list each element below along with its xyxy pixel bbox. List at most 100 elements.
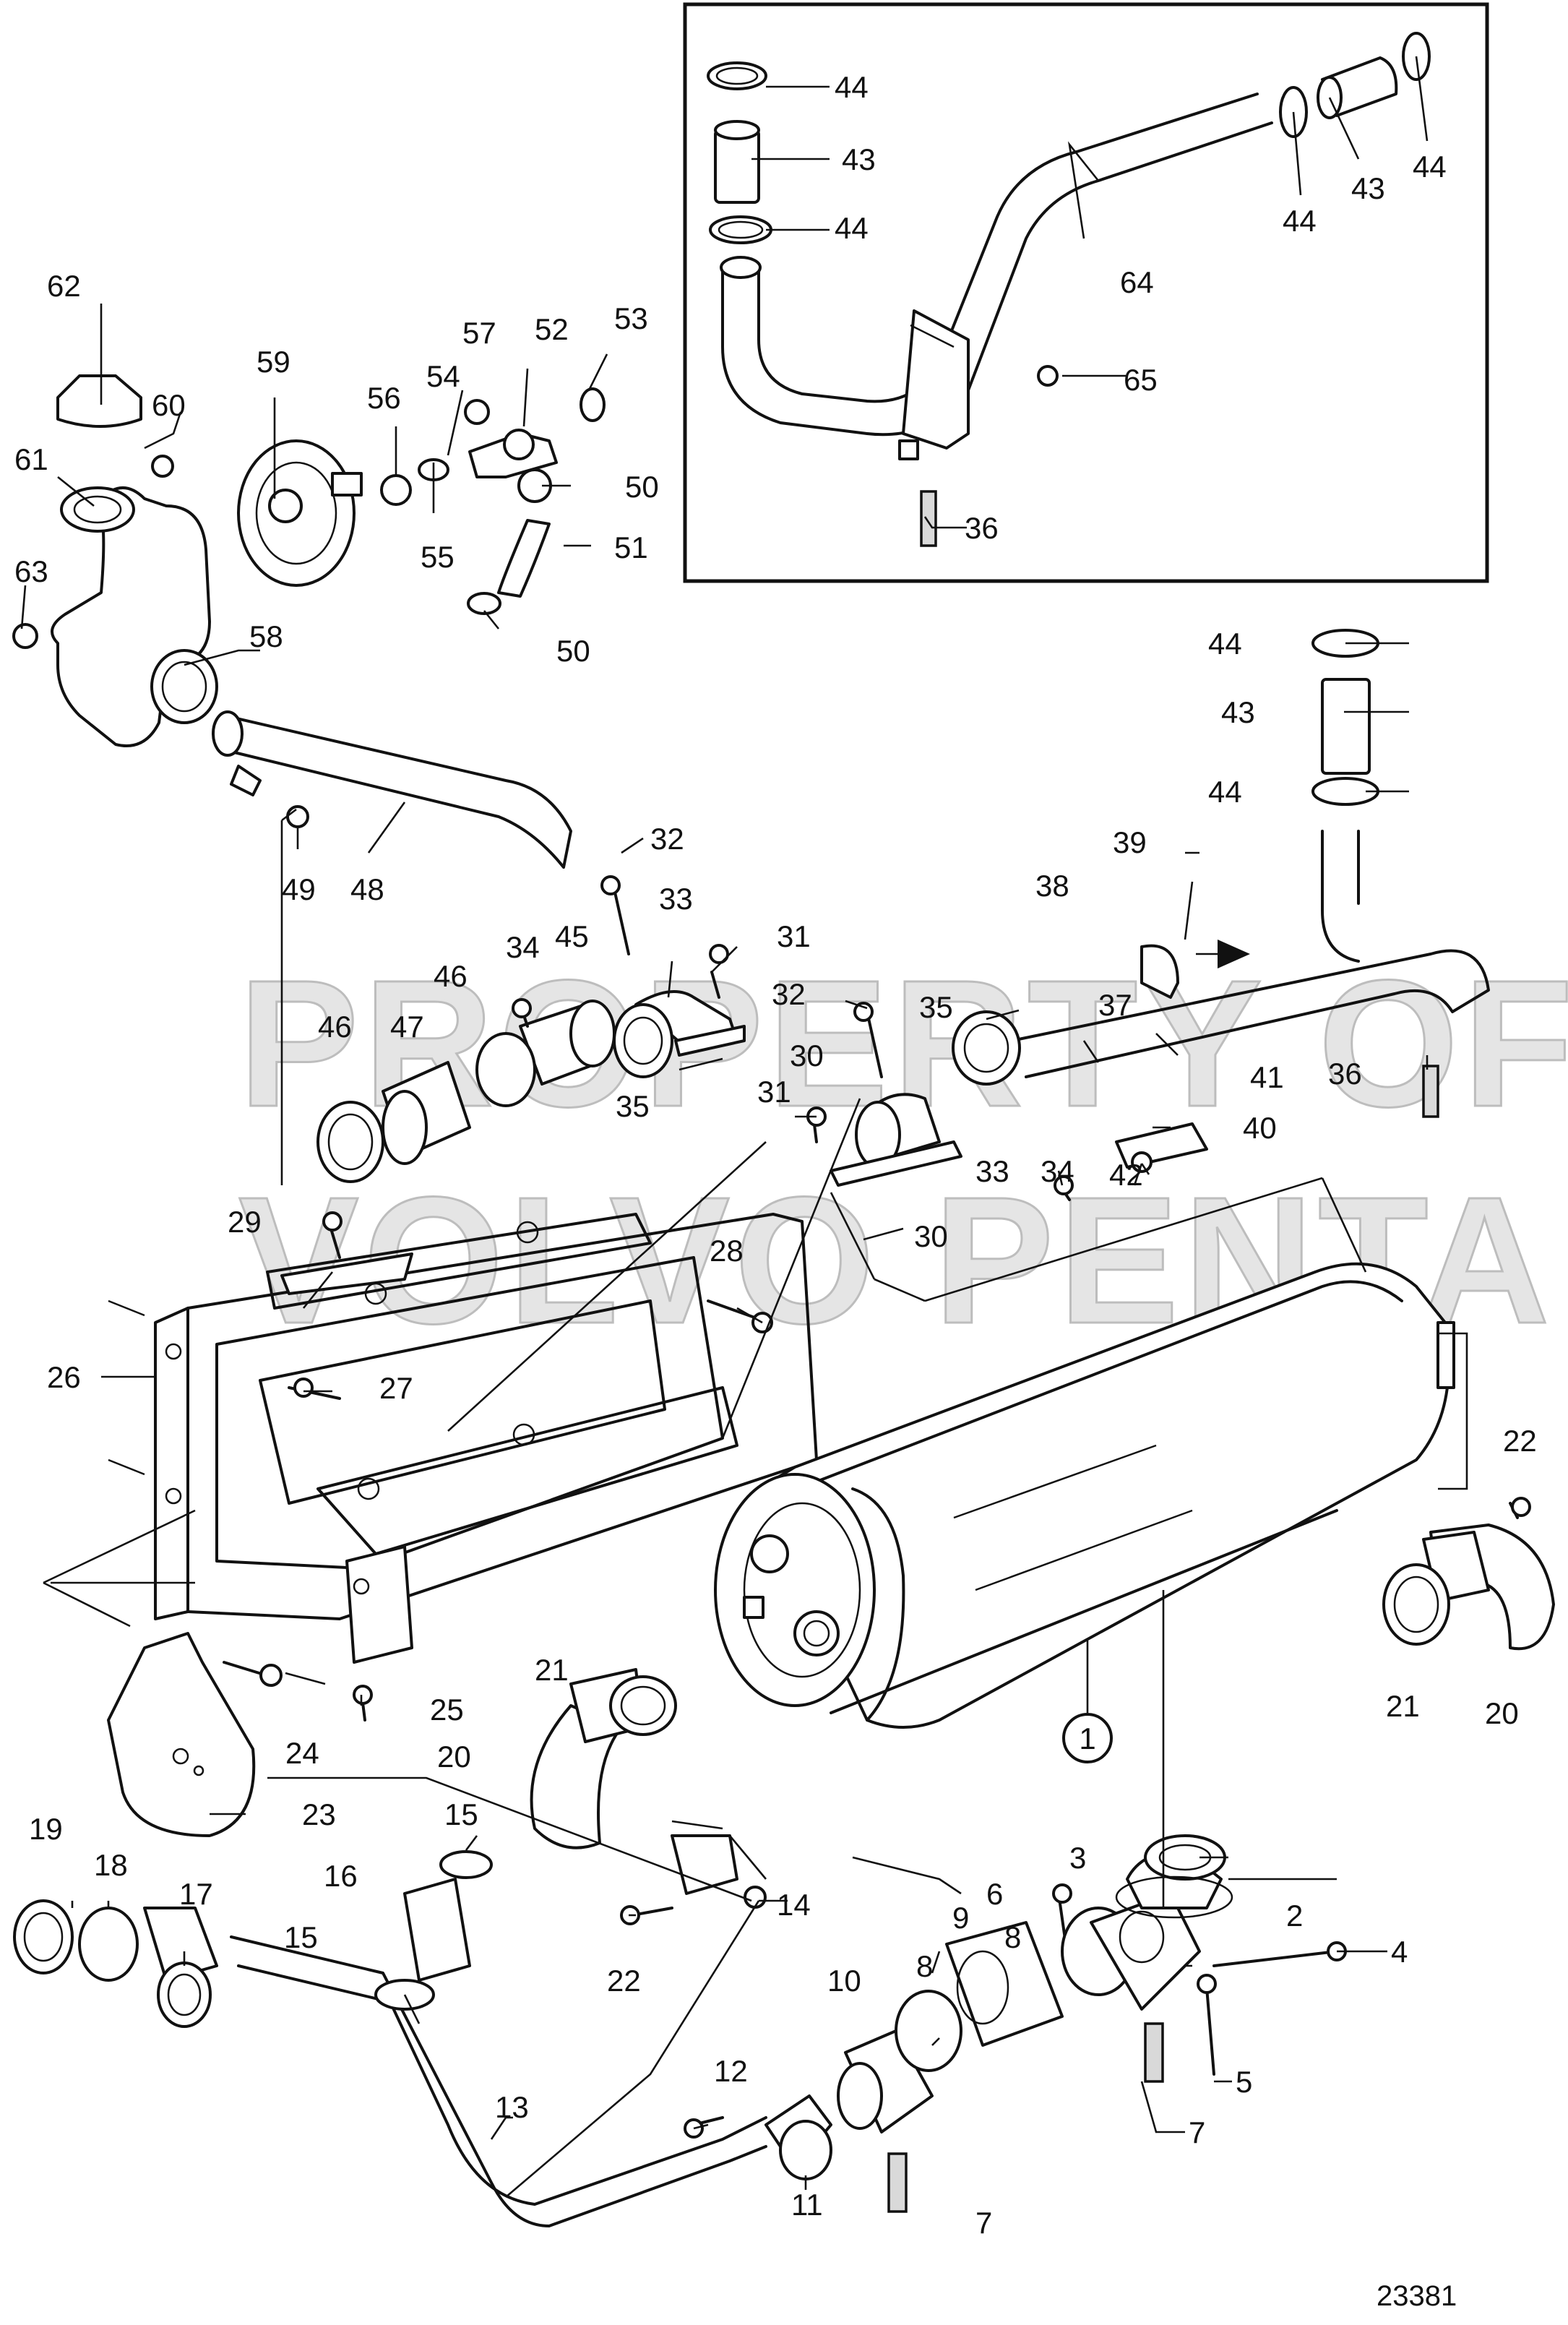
callout-15a: 15 [444,1797,478,1831]
callout-18: 18 [94,1848,128,1882]
callout-36a: 36 [1328,1057,1362,1091]
callout-26: 26 [47,1360,81,1394]
callout-43c: 43 [1221,695,1255,729]
callout-58: 58 [249,619,283,653]
callout-21b: 21 [1386,1689,1420,1723]
inset-frame [683,2,1489,583]
callout-48: 48 [350,872,384,906]
callout-12: 12 [714,2054,748,2088]
elbows-and-hoses [316,990,962,1241]
callout-44e: 44 [1208,627,1242,661]
callout-37: 37 [1098,988,1132,1022]
callout-10: 10 [827,1964,861,1998]
callout-40: 40 [1243,1111,1277,1145]
leader-lines [20,56,1468,2198]
callout-6: 6 [986,1877,1003,1911]
callout-45: 45 [555,919,589,953]
callout-28: 28 [710,1234,744,1268]
callout-21a: 21 [535,1653,569,1687]
callout-32b: 32 [772,977,806,1011]
bracket-26 [108,1213,818,1664]
callout-9: 9 [952,1901,969,1935]
callout-42: 42 [1109,1158,1143,1192]
callout-63: 63 [14,554,48,588]
callout-51: 51 [614,530,648,564]
inset-pipe-assembly [707,32,1431,547]
callout-34b: 34 [1041,1154,1074,1188]
callout-33b: 33 [975,1154,1009,1188]
callout-38: 38 [1035,869,1069,903]
callout-44f: 44 [1208,775,1242,809]
callout-56: 56 [367,381,401,415]
callout-25: 25 [430,1693,464,1727]
callout-54: 54 [426,359,460,393]
callout-29: 29 [228,1205,262,1239]
callout-55: 55 [421,540,455,574]
callout-23: 23 [302,1797,336,1831]
callout-35b: 35 [919,990,953,1024]
fittings-52-57 [380,387,606,615]
callout-5: 5 [1236,2065,1252,2099]
callout-31b: 31 [757,1075,791,1109]
callout-61: 61 [14,442,48,476]
callout-14: 14 [777,1888,811,1922]
callout-43a: 43 [842,142,876,176]
callout-27: 27 [379,1371,413,1405]
callout-39: 39 [1113,825,1147,859]
heat-exchanger-1 [714,1262,1455,1729]
callout-20b: 20 [1485,1696,1519,1730]
callout-60: 60 [152,388,186,422]
callout-19: 19 [29,1812,63,1846]
callout-16: 16 [324,1859,358,1893]
watermark: PROPERTY OF VOLVO PENTA [238,942,1568,1362]
callout-43b: 43 [1351,171,1385,205]
cover-plate-23 [107,1632,256,1837]
callout-62: 62 [47,269,81,303]
callout-57: 57 [462,316,496,350]
callout-53: 53 [614,301,648,335]
callout-52: 52 [535,312,569,346]
callout-3: 3 [1069,1841,1086,1875]
callout-35a: 35 [616,1089,650,1123]
callout-44c: 44 [1283,204,1317,238]
callout-32a: 32 [650,822,684,856]
callout-47: 47 [390,1010,424,1044]
callout-7a: 7 [1189,2115,1205,2149]
callout-44b: 44 [835,211,869,245]
callout-30a: 30 [790,1039,824,1073]
bottom-pipe-assembly [13,1834,1233,2227]
callout-44d: 44 [1413,150,1447,184]
callout-44a: 44 [835,70,869,104]
callout-labels: 1 2 3 4 5 6 7 7 8 8 9 10 11 12 13 14 15 … [14,70,1537,2240]
callout-50b: 50 [556,634,590,668]
thermostat-housing-assembly [12,374,572,869]
callout-49: 49 [282,872,316,906]
drawing-reference-number: 23381 [1377,2280,1457,2312]
callout-24: 24 [285,1736,319,1770]
callout-20a: 20 [437,1740,471,1774]
callout-36b: 36 [965,511,999,545]
outlet-elbow-left [530,1668,677,1849]
outlet-elbow-right [1382,1524,1555,1651]
callout-13: 13 [495,2090,529,2124]
bolts [223,875,1531,2139]
callout-65: 65 [1124,363,1158,397]
callout-8b: 8 [1004,1920,1021,1954]
callout-4: 4 [1391,1935,1408,1969]
callout-8a: 8 [916,1949,933,1983]
callout-50a: 50 [625,470,659,504]
callout-11: 11 [791,2188,823,2222]
callout-22b: 22 [607,1964,641,1998]
callout-1: 1 [1079,1722,1095,1755]
callout-34a: 34 [506,930,540,964]
callout-46b: 46 [434,959,468,993]
callout-46a: 46 [318,1010,352,1044]
callout-31a: 31 [777,919,811,953]
callout-7b: 7 [975,2206,992,2240]
callout-circle [1062,1713,1113,1763]
callout-30b: 30 [914,1219,948,1253]
callout-22a: 22 [1503,1424,1537,1458]
callout-33a: 33 [659,882,693,916]
callout-17: 17 [179,1877,213,1911]
